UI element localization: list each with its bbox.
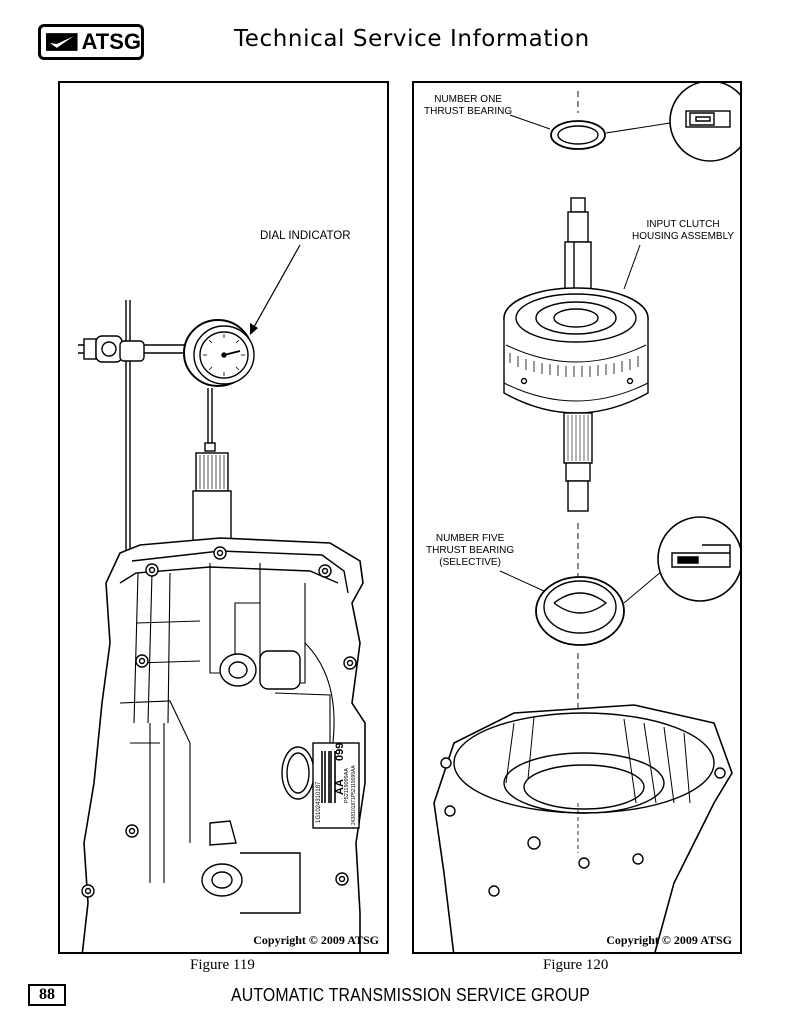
copyright-fig-119: Copyright © 2009 ATSG xyxy=(253,933,379,947)
footer-title: AUTOMATIC TRANSMISSION SERVICE GROUP xyxy=(231,985,590,1005)
callout-line: NUMBER FIVE xyxy=(435,533,505,544)
callout-line: (SELECTIVE) xyxy=(439,557,501,568)
dial-indicator-illustration xyxy=(78,300,366,952)
callout-line: THRUST BEARING xyxy=(424,106,513,117)
callout-line: INPUT CLUTCH xyxy=(646,219,720,230)
checkmark-flag-icon xyxy=(45,33,78,51)
callout-line: NUMBER ONE xyxy=(434,94,502,105)
callout-leader-number-one xyxy=(509,114,551,130)
callout-leader-number-five xyxy=(499,570,545,592)
copyright-fig-120: Copyright © 2009 ATSG xyxy=(606,933,732,947)
page-number: 88 xyxy=(28,984,66,1006)
callout-input-clutch-housing: INPUT CLUTCH HOUSING ASSEMBLY xyxy=(632,219,734,243)
callout-line: THRUST BEARING xyxy=(426,545,515,556)
callout-line: HOUSING ASSEMBLY xyxy=(632,231,735,242)
atsg-logo: ATSG xyxy=(38,24,144,60)
callout-number-five-thrust-bearing: NUMBER FIVE THRUST BEARING (SELECTIVE) xyxy=(426,533,514,569)
figure-119-panel: 099 AA 1G1024310187 P52119099AA 24381018… xyxy=(58,81,389,954)
callout-number-one-thrust-bearing: NUMBER ONE THRUST BEARING xyxy=(424,94,512,118)
callout-arrow xyxy=(250,244,301,335)
figure-120-caption: Figure 120 xyxy=(543,957,609,973)
figure-120-panel: NUMBER ONE THRUST BEARING INPUT CLUTCH H… xyxy=(412,81,742,954)
input-clutch-exploded-illustration xyxy=(433,83,740,952)
figure-119-caption: Figure 119 xyxy=(190,957,255,973)
logo-text: ATSG xyxy=(81,29,141,54)
callout-dial-indicator: DIAL INDICATOR xyxy=(260,230,351,242)
page-title: Technical Service Information xyxy=(234,26,590,52)
